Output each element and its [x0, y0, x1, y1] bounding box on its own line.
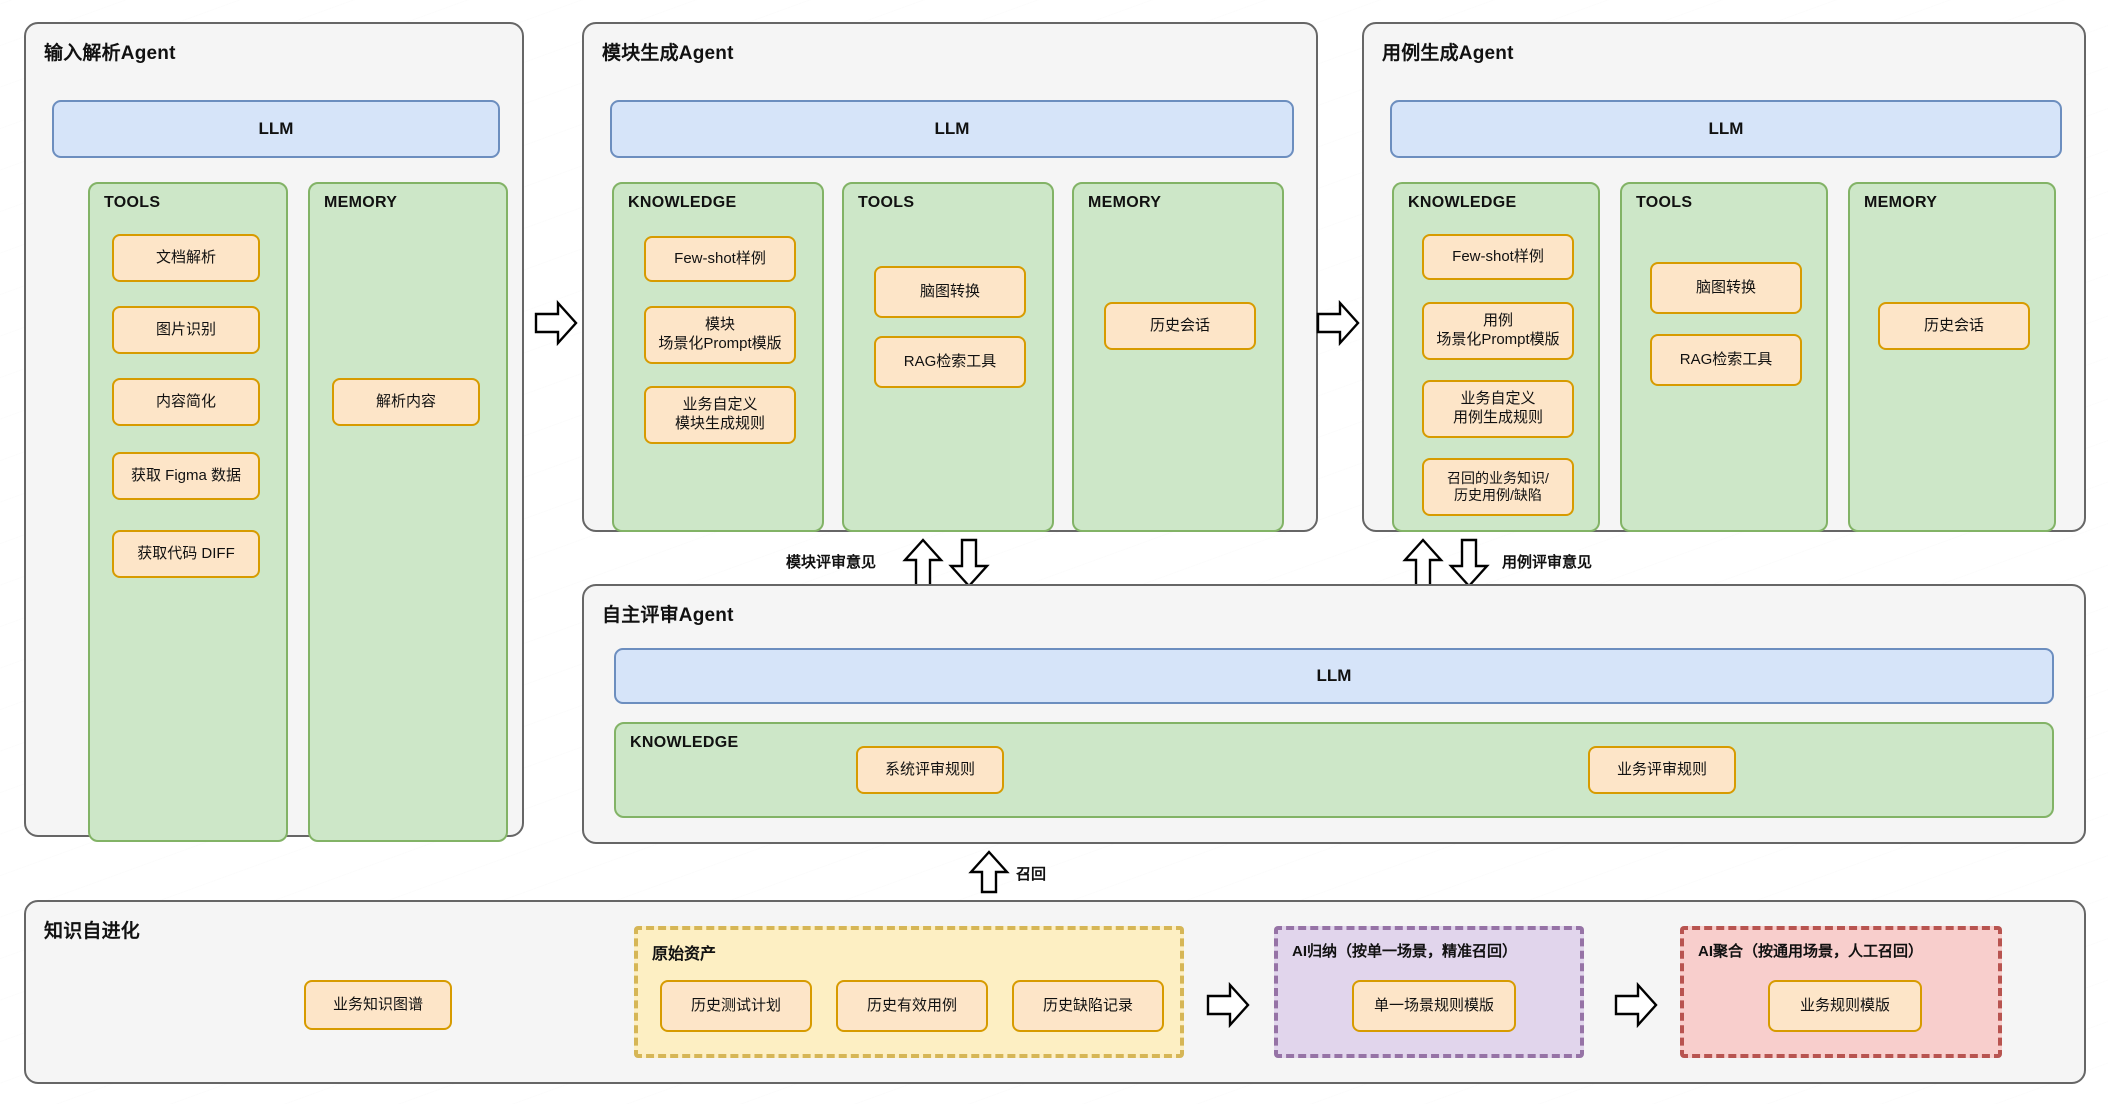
arrow-case-review-up [1402, 538, 1444, 588]
edge-label-recall: 召回 [1016, 866, 1047, 883]
chip-knowledge-business-review-rules[interactable]: 业务评审规则 [1588, 746, 1736, 794]
chip-tool-rag-search[interactable]: RAG检索工具 [1650, 334, 1802, 386]
arrow-module-review-down [948, 538, 990, 588]
agent-card-module-gen: 模块生成Agent LLM KNOWLEDGE Few-shot样例 模块 场景… [582, 22, 1318, 532]
chip-knowledge-custom-case-rules[interactable]: 业务自定义 用例生成规则 [1422, 380, 1574, 438]
agent-title-module-gen: 模块生成Agent [602, 43, 734, 64]
chip-tool-rag-search[interactable]: RAG检索工具 [874, 336, 1026, 388]
arrow-assets-to-induction [1206, 981, 1250, 1029]
chip-tool-image-recognition[interactable]: 图片识别 [112, 306, 260, 354]
section-title-tools: TOOLS [104, 194, 161, 211]
chip-tool-mindmap-convert[interactable]: 脑图转换 [1650, 262, 1802, 314]
agent-card-input-parse: 输入解析Agent LLM TOOLS 文档解析 图片识别 内容简化 获取 Fi… [24, 22, 524, 842]
section-review-knowledge: KNOWLEDGE 系统评审规则 业务评审规则 [614, 722, 2054, 818]
chip-history-valid-cases[interactable]: 历史有效用例 [836, 980, 988, 1032]
section-title-tools: TOOLS [1636, 194, 1693, 211]
chip-tool-content-simplify[interactable]: 内容简化 [112, 378, 260, 426]
chip-single-scene-rule-template[interactable]: 单一场景规则模版 [1352, 980, 1516, 1032]
chip-tool-mindmap-convert[interactable]: 脑图转换 [874, 266, 1026, 318]
section-case-gen-tools: TOOLS 脑图转换 RAG检索工具 [1620, 182, 1828, 532]
agent-title-input-parse: 输入解析Agent [44, 43, 176, 64]
edge-label-module-review: 模块评审意见 [786, 554, 877, 571]
chip-knowledge-fewshot[interactable]: Few-shot样例 [1422, 234, 1574, 280]
section-title-knowledge: KNOWLEDGE [1408, 194, 1517, 211]
chip-history-defect-records[interactable]: 历史缺陷记录 [1012, 980, 1164, 1032]
section-title-memory: MEMORY [1864, 194, 1938, 211]
section-module-gen-knowledge: KNOWLEDGE Few-shot样例 模块 场景化Prompt模版 业务自定… [612, 182, 824, 532]
chip-knowledge-module-prompt-template[interactable]: 模块 场景化Prompt模版 [644, 306, 796, 364]
group-raw-assets: 原始资产 历史测试计划 历史有效用例 历史缺陷记录 [634, 926, 1184, 1058]
agent-card-review: 自主评审Agent LLM KNOWLEDGE 系统评审规则 业务评审规则 [582, 584, 2086, 844]
section-input-parse-tools: TOOLS 文档解析 图片识别 内容简化 获取 Figma 数据 获取代码 DI… [88, 182, 288, 842]
knowledge-evolution-card: 知识自进化 业务知识图谱 原始资产 历史测试计划 历史有效用例 历史缺陷记录 A… [24, 900, 2086, 1084]
knowledge-evolution-title: 知识自进化 [44, 921, 141, 942]
edge-label-case-review: 用例评审意见 [1502, 554, 1593, 571]
llm-bar-review: LLM [614, 648, 2054, 704]
section-case-gen-memory: MEMORY 历史会话 [1848, 182, 2056, 532]
group-ai-aggregation: AI聚合（按通用场景，人工召回） 业务规则模版 [1680, 926, 2002, 1058]
group-title-ai-aggregation: AI聚合（按通用场景，人工召回） [1698, 943, 1924, 960]
section-title-knowledge: KNOWLEDGE [630, 734, 739, 751]
agent-title-review: 自主评审Agent [602, 605, 734, 626]
section-module-gen-memory: MEMORY 历史会话 [1072, 182, 1284, 532]
arrow-parse-to-module [534, 299, 578, 347]
chip-memory-history-session[interactable]: 历史会话 [1104, 302, 1256, 350]
section-module-gen-tools: TOOLS 脑图转换 RAG检索工具 [842, 182, 1054, 532]
section-title-memory: MEMORY [324, 194, 398, 211]
section-title-tools: TOOLS [858, 194, 915, 211]
chip-knowledge-system-review-rules[interactable]: 系统评审规则 [856, 746, 1004, 794]
arrow-module-to-case [1316, 299, 1360, 347]
chip-tool-code-diff[interactable]: 获取代码 DIFF [112, 530, 260, 578]
section-case-gen-knowledge: KNOWLEDGE Few-shot样例 用例 场景化Prompt模版 业务自定… [1392, 182, 1600, 532]
agent-title-case-gen: 用例生成Agent [1382, 43, 1514, 64]
chip-history-test-plan[interactable]: 历史测试计划 [660, 980, 812, 1032]
chip-business-knowledge-graph[interactable]: 业务知识图谱 [304, 980, 452, 1030]
arrow-case-review-down [1448, 538, 1490, 588]
chip-tool-figma-data[interactable]: 获取 Figma 数据 [112, 452, 260, 500]
chip-memory-history-session[interactable]: 历史会话 [1878, 302, 2030, 350]
group-title-raw-assets: 原始资产 [652, 946, 717, 963]
llm-bar-module-gen: LLM [610, 100, 1294, 158]
chip-knowledge-case-prompt-template[interactable]: 用例 场景化Prompt模版 [1422, 302, 1574, 360]
section-title-memory: MEMORY [1088, 194, 1162, 211]
arrow-induction-to-aggregation [1614, 981, 1658, 1029]
chip-knowledge-custom-module-rules[interactable]: 业务自定义 模块生成规则 [644, 386, 796, 444]
chip-business-rule-template[interactable]: 业务规则模版 [1768, 980, 1922, 1032]
agent-card-case-gen: 用例生成Agent LLM KNOWLEDGE Few-shot样例 用例 场景… [1362, 22, 2086, 532]
section-title-knowledge: KNOWLEDGE [628, 194, 737, 211]
chip-memory-parsed-content[interactable]: 解析内容 [332, 378, 480, 426]
group-ai-induction: AI归纳（按单一场景，精准召回） 单一场景规则模版 [1274, 926, 1584, 1058]
arrow-recall-up [968, 850, 1010, 894]
llm-bar-case-gen: LLM [1390, 100, 2062, 158]
llm-bar-input-parse: LLM [52, 100, 500, 158]
section-input-parse-memory: MEMORY 解析内容 [308, 182, 508, 842]
arrow-module-review-up [902, 538, 944, 588]
group-title-ai-induction: AI归纳（按单一场景，精准召回） [1292, 943, 1518, 960]
chip-tool-doc-parse[interactable]: 文档解析 [112, 234, 260, 282]
chip-knowledge-recalled-business-knowledge[interactable]: 召回的业务知识/ 历史用例/缺陷 [1422, 458, 1574, 516]
chip-knowledge-fewshot[interactable]: Few-shot样例 [644, 236, 796, 282]
